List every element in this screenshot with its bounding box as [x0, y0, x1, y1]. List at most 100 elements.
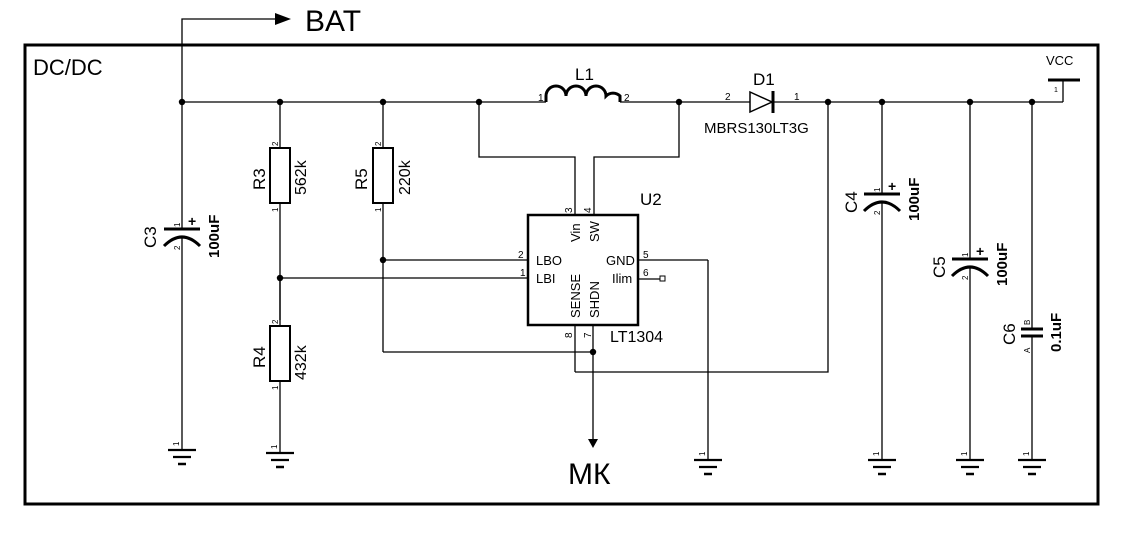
ic-pin-num: 1	[520, 268, 526, 279]
res-value: 432k	[293, 344, 310, 380]
cap-ref: C4	[842, 191, 861, 213]
res-value: 220k	[397, 159, 414, 195]
ground-pin: 1	[872, 451, 881, 456]
capacitor-c6[interactable]: C6 0.1uF B A	[1000, 102, 1065, 460]
cap-value: 100uF	[906, 178, 923, 221]
mk-label: МК	[568, 458, 611, 491]
resistor-icon	[269, 147, 291, 204]
mk-port[interactable]: МК	[568, 439, 611, 491]
ic-pin-num: 4	[583, 207, 594, 213]
cap-pin: 2	[961, 275, 970, 280]
resistor-r4[interactable]: R4 432k 2 1	[250, 278, 310, 453]
bat-label: BAT	[305, 5, 361, 38]
capacitor-c4[interactable]: + C4 100uF 1 2	[842, 102, 923, 460]
cap-value: 100uF	[994, 243, 1011, 286]
sense-feedback-wire	[575, 102, 829, 373]
inductor-l1[interactable]: L1 1 2	[538, 65, 680, 104]
res-pin: 2	[271, 141, 280, 146]
diode-pin-anode: 2	[725, 92, 731, 103]
ic-pin-num: 5	[643, 250, 649, 261]
cap-pin: 1	[961, 252, 970, 257]
cap-polarity: +	[188, 213, 196, 229]
resistor-r5[interactable]: R5 220k 2 1	[352, 102, 414, 352]
inductor-ref: L1	[575, 65, 594, 84]
ground-pin: 1	[698, 451, 707, 456]
cap-pin: A	[1023, 347, 1032, 353]
block-title: DC/DC	[33, 55, 103, 80]
ground-icon: 1	[1018, 451, 1046, 476]
ic-pin-name: GND	[606, 253, 635, 268]
junction	[589, 348, 597, 356]
ground-pin: 1	[960, 451, 969, 456]
ground-icon: 1	[868, 451, 896, 476]
ic-pin-name: LBI	[536, 271, 556, 286]
diode-pin-cathode: 1	[794, 92, 800, 103]
mk-arrow-icon	[588, 439, 598, 448]
ic-pin-num: 7	[583, 332, 594, 338]
res-value: 562k	[293, 159, 310, 195]
ic-pin-num: 3	[564, 207, 575, 213]
inductor-pin1: 1	[538, 93, 544, 104]
sw-wire	[593, 102, 680, 205]
capacitor-c5[interactable]: + C5 100uF 1 2	[930, 102, 1011, 460]
ground-icon: 1	[956, 451, 984, 476]
diode-ref: D1	[753, 70, 775, 89]
ic-pin-num: 8	[564, 332, 575, 338]
bat-arrow-icon	[275, 13, 291, 25]
cap-pin: 1	[873, 187, 882, 192]
cap-pin: 2	[173, 245, 182, 250]
ground-icon: 1	[266, 444, 294, 469]
ic-pin-name: SENSE	[568, 274, 583, 318]
vin-wire	[478, 102, 576, 205]
capacitor-c3[interactable]: + C3 100uF 1 2	[141, 102, 223, 450]
inductor-pin2: 2	[624, 93, 630, 104]
diode-icon	[749, 90, 774, 114]
diode-part: MBRS130LT3G	[704, 120, 809, 137]
ic-pin-num: 6	[643, 268, 649, 279]
res-pin: 2	[271, 319, 280, 324]
cap-polarity: +	[976, 243, 984, 259]
ic-pin-name: SHDN	[587, 281, 602, 318]
ground-icon: 1	[168, 441, 196, 466]
bat-wire	[181, 18, 275, 102]
res-ref: R4	[250, 346, 269, 368]
cap-ref: C3	[141, 226, 160, 248]
cap-value: 100uF	[206, 215, 223, 258]
diode-d1[interactable]: D1 2 1 MBRS130LT3G	[679, 70, 828, 137]
resistor-icon	[269, 325, 291, 382]
ic-part: LT1304	[610, 329, 663, 346]
vcc-label: VCC	[1046, 53, 1073, 68]
cap-pin: 1	[173, 222, 182, 227]
inductor-coil-icon	[544, 84, 622, 102]
vcc-port[interactable]: VCC 1	[1046, 53, 1080, 102]
ic-pin-name: LBO	[536, 253, 562, 268]
res-pin: 1	[374, 207, 383, 212]
res-ref: R5	[352, 168, 371, 190]
resistor-r3[interactable]: R3 562k 2 1	[250, 102, 310, 320]
ground-pin: 1	[270, 444, 279, 449]
ic-body	[526, 213, 640, 327]
ground-icon: 1	[694, 451, 722, 476]
vcc-pin: 1	[1054, 87, 1058, 94]
ground-pin: 1	[172, 441, 181, 446]
block-frame	[23, 43, 1100, 506]
ic-pin-num: 2	[518, 250, 524, 261]
ic-u2[interactable]: U2 LT1304 3 4 Vin SW 2 1 LBO LBI 5 6 GND…	[518, 190, 708, 440]
ic-ref: U2	[640, 190, 662, 209]
ic-pin-name: SW	[587, 220, 602, 242]
ic-pin-name: Ilim	[612, 271, 632, 286]
no-connect-icon	[659, 275, 666, 282]
resistor-icon	[372, 147, 394, 204]
cap-pin: B	[1023, 320, 1032, 325]
res-ref: R3	[250, 168, 269, 190]
bat-port[interactable]: BAT	[181, 5, 361, 102]
ic-pin-name: Vin	[568, 223, 583, 242]
cap-pin: 2	[873, 210, 882, 215]
res-pin: 1	[271, 207, 280, 212]
cap-value: 0.1uF	[1048, 313, 1065, 352]
cap-ref: C5	[930, 256, 949, 278]
ground-pin: 1	[1022, 451, 1031, 456]
res-pin: 1	[271, 385, 280, 390]
res-pin: 2	[374, 141, 383, 146]
